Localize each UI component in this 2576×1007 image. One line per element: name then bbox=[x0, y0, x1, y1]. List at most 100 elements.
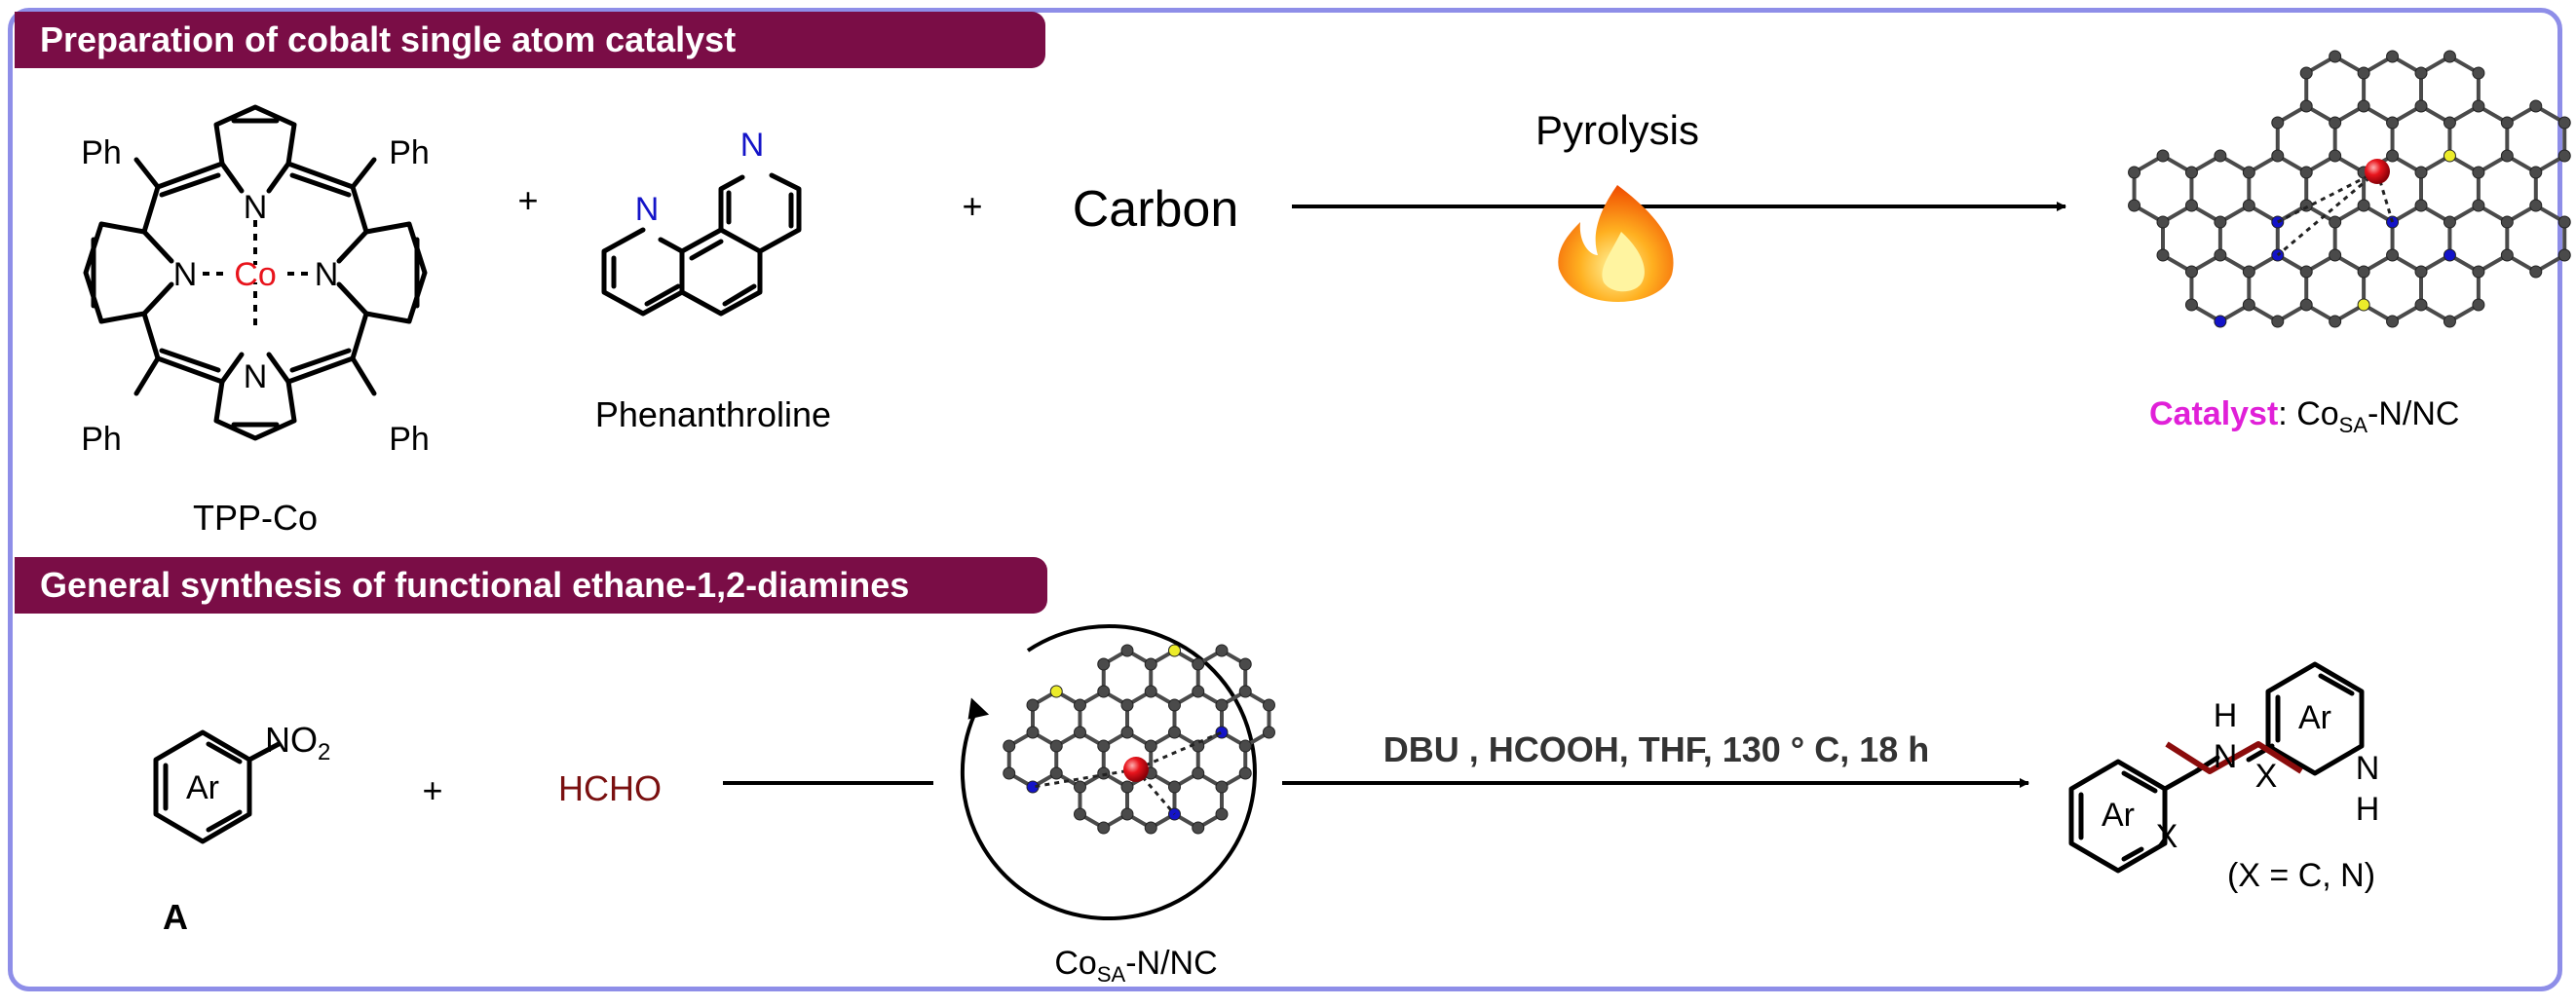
carbon-atom bbox=[2242, 265, 2255, 279]
cobalt-atom bbox=[2365, 159, 2390, 184]
carbon-atom bbox=[2414, 66, 2428, 80]
carbon-atom bbox=[1097, 657, 1111, 671]
carbon-atom bbox=[1238, 657, 1252, 671]
carbon-atom bbox=[2242, 199, 2255, 212]
carbon-atom bbox=[2299, 99, 2313, 113]
carbon-atom bbox=[1073, 807, 1086, 821]
carbon-atom bbox=[2299, 265, 2313, 279]
scheme-frame bbox=[8, 8, 2562, 991]
co-coordination-bonds bbox=[203, 220, 308, 325]
carbon-atom bbox=[2414, 298, 2428, 312]
carbon-atom bbox=[2472, 265, 2485, 279]
porphyrin-n-top: N bbox=[244, 189, 268, 226]
carbon-atom bbox=[1215, 698, 1229, 712]
carbon-atom bbox=[1215, 807, 1229, 821]
carbon-atom bbox=[2443, 315, 2456, 328]
carbon-atom bbox=[1192, 821, 1205, 835]
hcho-label: HCHO bbox=[558, 768, 662, 808]
product-n-right: N bbox=[2356, 750, 2380, 787]
carbon-atom bbox=[1049, 739, 1063, 753]
carbon-atom bbox=[1262, 698, 1275, 712]
carbon-atom bbox=[1073, 726, 1086, 739]
carbon-atom bbox=[2443, 116, 2456, 130]
carbon-atom bbox=[1097, 766, 1111, 780]
porphyrin-n-bottom: N bbox=[244, 358, 268, 395]
nitrogen-atom bbox=[1215, 726, 1229, 739]
carbon-atom bbox=[2299, 199, 2313, 212]
product-x-left: X bbox=[2156, 818, 2178, 855]
porphyrin-n-left: N bbox=[173, 256, 198, 293]
carbon-atom bbox=[2357, 199, 2370, 212]
carbon-atom bbox=[2557, 248, 2571, 262]
carbon-atom bbox=[1192, 657, 1205, 671]
carbon-atom bbox=[1120, 644, 1134, 657]
carbon-atom bbox=[2299, 298, 2313, 312]
phenanthroline-label: Phenanthroline bbox=[595, 394, 831, 434]
preparation-banner: Preparation of cobalt single atom cataly… bbox=[15, 12, 1045, 68]
carbon-atom bbox=[2357, 99, 2370, 113]
carbon-atom bbox=[2214, 248, 2227, 262]
product-h-right: H bbox=[2356, 791, 2380, 828]
porphyrin-co: Co bbox=[234, 256, 276, 293]
carbon-atom bbox=[2184, 265, 2198, 279]
carbon-atom bbox=[1167, 698, 1181, 712]
carbon-atom bbox=[1215, 780, 1229, 794]
ph-top-right: Ph bbox=[389, 134, 430, 171]
catalyst-cycle bbox=[960, 624, 1257, 921]
carbon-atom bbox=[2242, 298, 2255, 312]
carbon-atom bbox=[2500, 215, 2514, 229]
carbon-atom bbox=[1120, 807, 1134, 821]
carbon-atom bbox=[1097, 739, 1111, 753]
carbon-atom bbox=[2184, 298, 2198, 312]
co-n-coordination bbox=[1032, 767, 1137, 789]
carbon-atom bbox=[2414, 99, 2428, 113]
synthesis-banner: General synthesis of functional ethane-1… bbox=[15, 557, 1047, 614]
product-n-left: N bbox=[2214, 738, 2238, 775]
carbon-atom bbox=[1144, 739, 1157, 753]
nitroarene-structure bbox=[153, 729, 282, 844]
carbon-atom bbox=[2329, 149, 2342, 163]
catalyst-co: Co bbox=[2296, 395, 2338, 432]
carbon-atom bbox=[1073, 780, 1086, 794]
phenanthroline-structure bbox=[601, 172, 802, 317]
carbon-atom bbox=[2414, 265, 2428, 279]
compound-a-label: A bbox=[163, 897, 188, 937]
product-h-left: H bbox=[2214, 697, 2238, 734]
catalyst-sheet-top bbox=[2128, 50, 2571, 328]
nitro-sub: 2 bbox=[318, 739, 330, 765]
carbon-atom bbox=[2557, 215, 2571, 229]
carbon-atom bbox=[1238, 739, 1252, 753]
plus-sign-3: + bbox=[422, 770, 442, 810]
carbon-atom bbox=[1026, 698, 1040, 712]
catalyst-sheet-cycle bbox=[1003, 644, 1275, 835]
carbon-atom bbox=[2529, 166, 2543, 179]
sulfur-atom bbox=[2357, 298, 2370, 312]
cycle-co: Co bbox=[1054, 945, 1096, 982]
carbon-atom bbox=[2443, 215, 2456, 229]
carbon-atom bbox=[2386, 116, 2400, 130]
carbon-atom bbox=[2329, 315, 2342, 328]
carbon-atom bbox=[2529, 199, 2543, 212]
carbon-atom bbox=[1262, 726, 1275, 739]
carbon-atom bbox=[1215, 644, 1229, 657]
cycle-suffix: -N/NC bbox=[1125, 945, 1217, 982]
product-note: (X = C, N) bbox=[2227, 857, 2375, 894]
carbon-atom bbox=[1238, 766, 1252, 780]
tpp-co-structure bbox=[83, 104, 428, 441]
product-x-right: X bbox=[2255, 758, 2278, 795]
ph-top-left: Ph bbox=[81, 134, 122, 171]
carbon-atom bbox=[2472, 298, 2485, 312]
carbon-atom bbox=[1144, 685, 1157, 698]
ph-bottom-left: Ph bbox=[81, 421, 122, 458]
catalyst-colon: : bbox=[2278, 395, 2296, 432]
carbon-atom bbox=[2414, 199, 2428, 212]
nitrogen-atom bbox=[2443, 248, 2456, 262]
carbon-atom bbox=[2128, 199, 2141, 212]
carbon-atom bbox=[1238, 685, 1252, 698]
carbon-atom bbox=[1167, 726, 1181, 739]
nitroarene-ar-label: Ar bbox=[186, 769, 219, 806]
carbon-atom bbox=[2472, 166, 2485, 179]
carbon-atom bbox=[2329, 248, 2342, 262]
